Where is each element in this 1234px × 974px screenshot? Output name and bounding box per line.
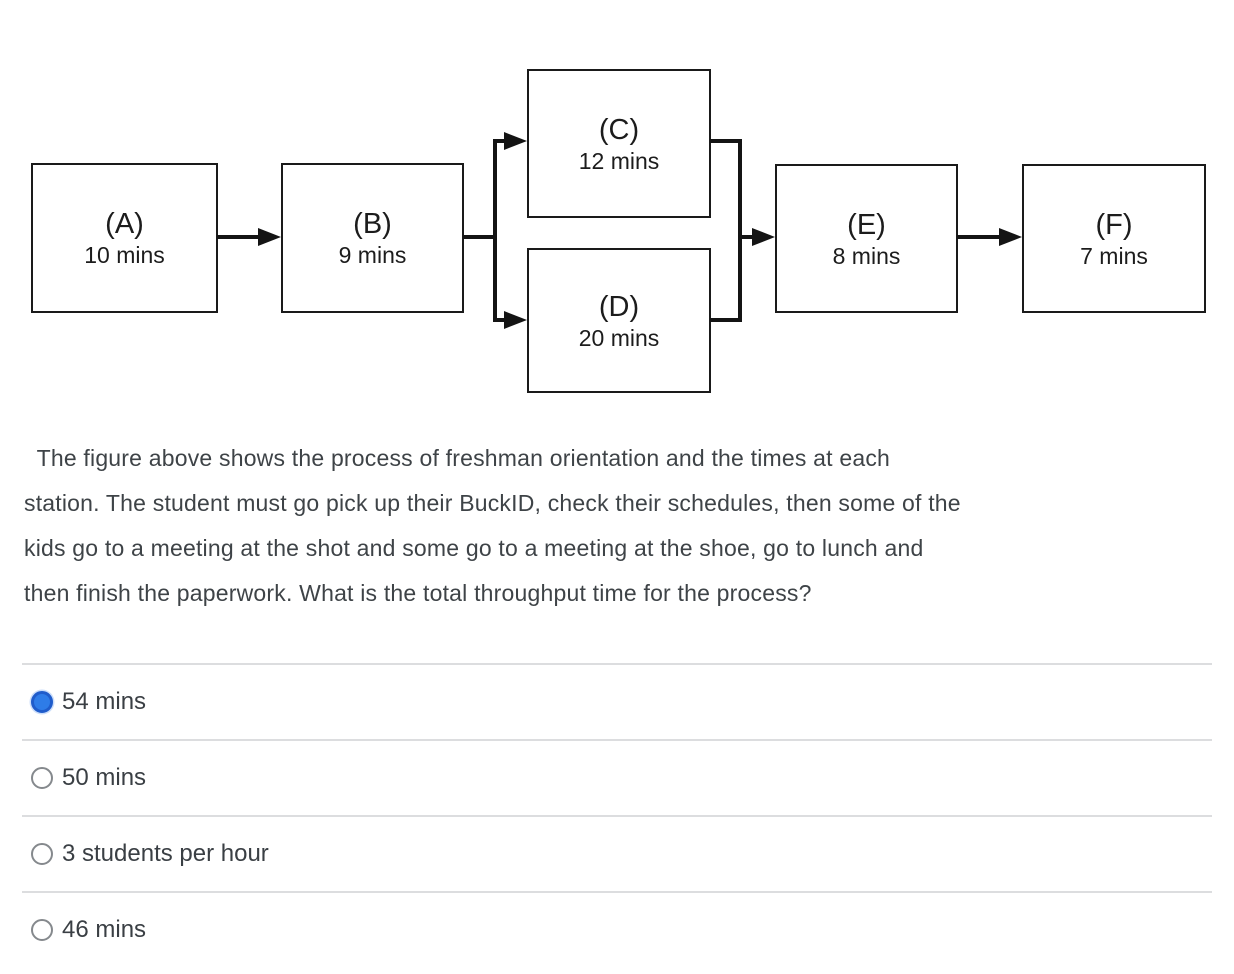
edge-e-f-arrowhead xyxy=(999,228,1022,246)
process-box-c-label: (C) xyxy=(598,113,640,146)
edge-b-c-line xyxy=(495,139,507,143)
process-flow-diagram: (A) 10 mins (B) 9 mins (C) 12 mins (D) 2… xyxy=(0,0,1234,430)
edge-c-merge-line xyxy=(710,139,742,143)
process-box-e-label: (E) xyxy=(847,208,886,241)
question-line-1: The figure above shows the process of fr… xyxy=(30,445,891,471)
process-box-a: (A) 10 mins xyxy=(31,163,218,313)
answer-option-46-mins[interactable]: 46 mins xyxy=(22,891,1212,967)
question-line-4: then finish the paperwork. What is the t… xyxy=(24,580,812,606)
process-box-c: (C) 12 mins xyxy=(527,69,711,218)
split-vertical-line xyxy=(493,139,497,322)
process-box-a-time: 10 mins xyxy=(84,242,165,268)
question-line-3: kids go to a meeting at the shot and som… xyxy=(24,535,924,561)
answer-option-label[interactable]: 46 mins xyxy=(62,916,147,943)
edge-b-split-line xyxy=(463,235,495,239)
answer-option-label[interactable]: 54 mins xyxy=(62,688,147,715)
question-text: The figure above shows the process of fr… xyxy=(24,436,1220,616)
edge-b-d-line xyxy=(495,318,507,322)
edge-a-b-line xyxy=(217,235,261,239)
answer-option-label[interactable]: 50 mins xyxy=(62,764,147,791)
radio-button[interactable] xyxy=(31,767,53,789)
process-box-f: (F) 7 mins xyxy=(1022,164,1206,313)
process-box-d-label: (D) xyxy=(598,290,640,323)
process-box-f-label: (F) xyxy=(1095,208,1133,241)
process-box-a-label: (A) xyxy=(105,208,144,240)
process-box-d: (D) 20 mins xyxy=(527,248,711,393)
answer-options-list: 54 mins 50 mins 3 students per hour 46 m… xyxy=(22,663,1212,967)
answer-option-50-mins[interactable]: 50 mins xyxy=(22,739,1212,815)
edge-merge-e-line xyxy=(742,235,755,239)
merge-vertical-line xyxy=(738,139,742,322)
process-box-d-time: 20 mins xyxy=(578,324,660,351)
answer-option-54-mins[interactable]: 54 mins xyxy=(22,663,1212,739)
edge-b-d-arrowhead xyxy=(504,311,527,329)
edge-a-b-arrowhead xyxy=(258,228,281,246)
answer-option-3-students-per-hour[interactable]: 3 students per hour xyxy=(22,815,1212,891)
process-box-f-time: 7 mins xyxy=(1080,242,1148,269)
edge-b-c-arrowhead xyxy=(504,132,527,150)
process-box-e-time: 8 mins xyxy=(832,242,901,269)
process-box-b: (B) 9 mins xyxy=(281,163,464,313)
edge-e-f-line xyxy=(957,235,1002,239)
answer-option-label[interactable]: 3 students per hour xyxy=(62,840,269,867)
process-box-b-time: 9 mins xyxy=(338,242,407,268)
radio-button[interactable] xyxy=(31,843,53,865)
radio-button[interactable] xyxy=(31,919,53,941)
edge-d-merge-line xyxy=(710,318,742,322)
process-box-c-time: 12 mins xyxy=(578,147,660,174)
question-line-2: station. The student must go pick up the… xyxy=(24,490,961,516)
edge-merge-e-arrowhead xyxy=(752,228,775,246)
radio-button[interactable] xyxy=(31,691,53,713)
process-box-e: (E) 8 mins xyxy=(775,164,958,313)
process-box-b-label: (B) xyxy=(353,208,392,240)
